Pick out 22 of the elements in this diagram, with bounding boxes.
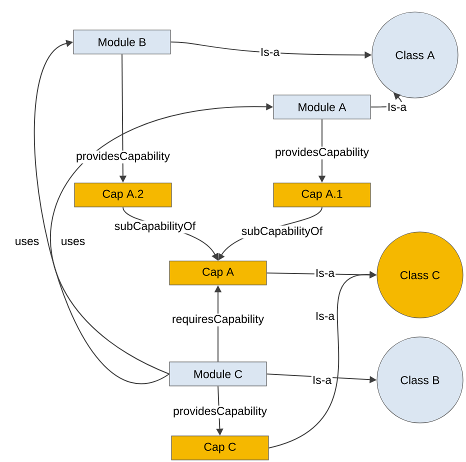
- edge-label: providesCapability: [75, 150, 171, 164]
- edge-label: requiresCapability: [170, 314, 266, 326]
- edge-label: providesCapability: [172, 406, 268, 418]
- module-box: Module B: [73, 30, 171, 54]
- capability-box: Cap A: [169, 260, 267, 286]
- capability-box: Cap A.2: [74, 182, 172, 208]
- edge-label: Is-a: [386, 102, 408, 112]
- edge-label: providesCapability: [274, 146, 370, 160]
- edge-label: Is-a: [259, 46, 281, 57]
- module-box: Module A: [273, 94, 371, 120]
- edge-label: subCapabilityOf: [240, 226, 324, 238]
- capability-box: Cap C: [171, 436, 269, 460]
- edge-label: Is-a: [314, 268, 336, 278]
- module-box: Module C: [169, 362, 267, 386]
- edge-label: subCapabilityOf: [113, 220, 197, 234]
- edge-label: Is-a: [314, 310, 336, 321]
- arrow: [370, 92, 402, 108]
- capability-box: Cap A.1: [273, 182, 371, 208]
- edge-label: Is-a: [311, 374, 333, 385]
- edge-label: uses: [14, 238, 40, 246]
- edge-label: uses: [60, 238, 86, 246]
- arrow: [34, 40, 170, 384]
